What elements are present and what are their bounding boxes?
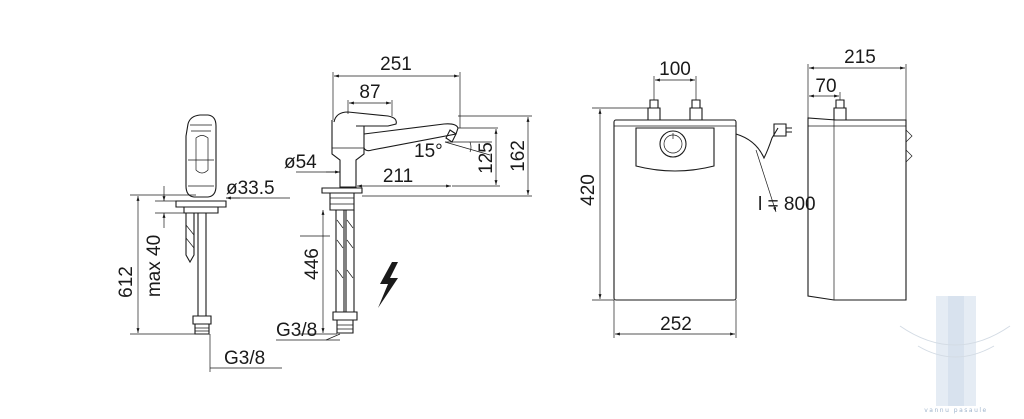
dim-lever-length: 87 bbox=[359, 82, 380, 103]
dim-heater-height: 420 bbox=[578, 174, 599, 206]
dim-pipe-spacing: 100 bbox=[659, 59, 691, 80]
dim-spout-angle: 15° bbox=[414, 141, 443, 162]
dim-total-height-612: 612 bbox=[116, 266, 137, 298]
tap-front-view bbox=[276, 72, 532, 341]
dim-base-diameter: ø33.5 bbox=[226, 178, 275, 199]
dim-hose-length: 446 bbox=[302, 248, 323, 280]
watermark-logo bbox=[899, 296, 1011, 406]
dim-cable-length: l = 800 bbox=[758, 194, 816, 215]
dim-pipe-offset: 70 bbox=[815, 76, 836, 97]
dim-tap-front-connection: G3/8 bbox=[276, 320, 317, 341]
lightning-bolt-icon bbox=[378, 262, 398, 308]
heater-front-view bbox=[592, 76, 792, 338]
heater-side-view bbox=[807, 64, 913, 301]
dim-tap-side-connection: G3/8 bbox=[224, 348, 265, 369]
dim-max-thickness: max 40 bbox=[144, 235, 165, 297]
dim-tap-total-height: 162 bbox=[508, 140, 529, 172]
dim-heater-depth: 215 bbox=[844, 47, 876, 68]
dim-heater-width: 252 bbox=[660, 314, 692, 335]
tap-side-view bbox=[130, 114, 290, 372]
dim-spout-height: 125 bbox=[476, 142, 497, 174]
watermark-text: vannu pasaule bbox=[924, 407, 988, 414]
dim-reach: 211 bbox=[383, 166, 413, 187]
dim-body-diameter: ø54 bbox=[284, 152, 317, 173]
dim-tap-length: 251 bbox=[380, 54, 412, 75]
